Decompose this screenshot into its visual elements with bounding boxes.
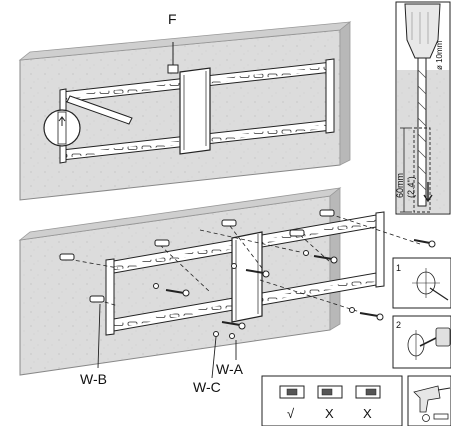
level-bad-mark-2: X — [363, 406, 372, 421]
bottom-wall-panel — [18, 187, 342, 376]
level-ok-mark: √ — [287, 406, 295, 421]
step-2-number: 2 — [396, 320, 401, 330]
drill-bit-diameter: ø 10mm — [435, 40, 444, 70]
callout-w-c: W-C — [193, 379, 221, 395]
bottom-wall-bracket — [105, 211, 385, 336]
level-check-panel — [261, 375, 403, 426]
level-bad-mark-1: X — [325, 406, 334, 421]
step-1-number: 1 — [396, 263, 401, 273]
drill-depth-mm: 60mm — [395, 173, 405, 198]
drill-depth-detail — [395, 1, 451, 215]
screw-anchor-set — [59, 209, 436, 379]
callout-w-a: W-A — [216, 361, 244, 377]
callout-w-b: W-B — [80, 371, 107, 387]
top-wall-bracket — [43, 42, 335, 164]
callout-f: F — [168, 11, 177, 27]
step-2-panel — [392, 315, 451, 369]
tools-panel — [407, 375, 451, 426]
drill-depth-in: (2.4") — [406, 176, 416, 198]
step-1-panel — [392, 257, 451, 309]
